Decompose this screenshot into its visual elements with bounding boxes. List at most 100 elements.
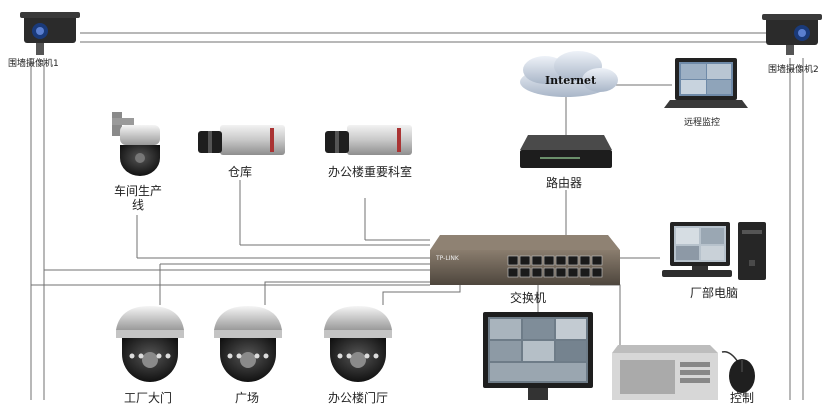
dome-ir-led bbox=[129, 353, 135, 359]
dvr-monitor-pane-4 bbox=[490, 341, 521, 361]
dome-ir-led bbox=[227, 353, 233, 359]
pc-monitor-pane-1 bbox=[676, 228, 699, 244]
dvr-monitor-pane-1 bbox=[490, 319, 521, 339]
dome-ring bbox=[116, 330, 184, 338]
server-icon bbox=[612, 345, 718, 400]
server-top bbox=[612, 345, 718, 353]
dome-ir-led bbox=[165, 353, 171, 359]
pc-tower bbox=[738, 222, 766, 280]
speed-dome-lens bbox=[135, 153, 145, 163]
dvr-monitor-pane-7 bbox=[490, 363, 586, 381]
router-leds bbox=[540, 157, 580, 159]
dome-camera-1 bbox=[116, 306, 184, 382]
perimeter-camera-1-hood bbox=[20, 12, 80, 18]
bottom-dome-cameras bbox=[116, 306, 392, 382]
dome-ir-led bbox=[138, 353, 144, 359]
pc-tower-button bbox=[749, 260, 755, 266]
perimeter-camera-1-body bbox=[24, 15, 76, 43]
dvr-monitor-pane-6 bbox=[556, 341, 586, 361]
box-camera-warehouse-ring bbox=[208, 131, 212, 153]
server-bay-3 bbox=[680, 378, 710, 383]
dome-ir-led bbox=[254, 353, 260, 359]
router-icon bbox=[520, 135, 612, 168]
switch-port bbox=[507, 255, 519, 266]
switch-port bbox=[555, 255, 567, 266]
dvr-monitor-pane-3 bbox=[556, 319, 586, 339]
laptop-screen-pane-2 bbox=[707, 64, 731, 79]
dome-cap bbox=[214, 306, 282, 330]
box-camera-office-stripe bbox=[397, 128, 401, 152]
mouse-body bbox=[729, 359, 755, 393]
perimeter-camera-2-label: 围墙摄像机2 bbox=[768, 65, 819, 75]
factory-pc-label: 厂部电脑 bbox=[690, 286, 739, 300]
switch-port bbox=[543, 255, 555, 266]
dome-ir-led bbox=[364, 353, 370, 359]
dome-cap bbox=[116, 306, 184, 330]
dome-ring bbox=[324, 330, 392, 338]
router-label: 路由器 bbox=[546, 176, 583, 190]
switch-top bbox=[430, 235, 620, 250]
switch-label: 交换机 bbox=[510, 291, 547, 305]
bottom-dome-2-label: 广场 bbox=[235, 391, 260, 405]
laptop-base bbox=[664, 100, 748, 108]
dome-ir-led bbox=[236, 353, 242, 359]
switch-port bbox=[531, 267, 543, 278]
dome-ir-led bbox=[263, 353, 269, 359]
perimeter-camera-2 bbox=[762, 14, 822, 55]
pc-tower-bay bbox=[742, 230, 762, 234]
dome-camera-3 bbox=[324, 306, 392, 382]
box-camera-office-ring bbox=[335, 131, 339, 153]
mouse-icon bbox=[721, 350, 755, 393]
switch-port bbox=[543, 267, 555, 278]
mouse-cable bbox=[721, 350, 739, 363]
switch-to-server bbox=[590, 284, 621, 345]
internet-label: Internet bbox=[545, 74, 597, 87]
switch-port bbox=[555, 267, 567, 278]
dvr-monitor-pane-5 bbox=[523, 341, 554, 361]
dome-ir-led bbox=[373, 353, 379, 359]
switch-port bbox=[579, 255, 591, 266]
laptop-screen-pane-3 bbox=[681, 80, 706, 94]
pc-keyboard bbox=[662, 270, 732, 277]
dome-lens bbox=[240, 352, 256, 368]
bottom-dome-1-label: 工厂大门 bbox=[124, 391, 173, 405]
pc-monitor-stand bbox=[692, 266, 708, 270]
desktop-pc-icon bbox=[662, 222, 766, 280]
bottom-dome-3-label: 办公楼门厅 bbox=[328, 391, 389, 405]
dome-ring bbox=[214, 330, 282, 338]
drop-dome-3 bbox=[382, 282, 461, 305]
box-camera-office bbox=[325, 125, 412, 155]
switch-ports bbox=[507, 255, 603, 278]
warehouse-label: 仓库 bbox=[228, 165, 253, 179]
switch-port bbox=[591, 267, 603, 278]
router-top bbox=[520, 135, 612, 150]
network-switch-icon bbox=[430, 235, 620, 285]
box-camera-warehouse-stripe bbox=[270, 128, 274, 152]
office-room-label: 办公楼重要科室 bbox=[328, 165, 413, 179]
box-camera-office-body bbox=[347, 125, 412, 155]
pc-monitor-pane-2 bbox=[701, 228, 724, 244]
drop-dome-2 bbox=[264, 281, 430, 305]
switch-port bbox=[579, 267, 591, 278]
control-label: 控制 bbox=[730, 391, 755, 405]
box-camera-warehouse-body bbox=[220, 125, 285, 155]
switch-port bbox=[531, 255, 543, 266]
switch-brand-label: TP-LINK bbox=[435, 255, 460, 262]
speed-dome-housing bbox=[120, 125, 160, 145]
cloud-puff-4 bbox=[582, 68, 618, 92]
dome-camera-2 bbox=[214, 306, 282, 382]
perimeter-camera-2-mount bbox=[786, 45, 794, 55]
switch-port bbox=[519, 255, 531, 266]
dome-ir-led bbox=[346, 353, 352, 359]
dome-cap bbox=[324, 306, 392, 330]
speed-dome-arm bbox=[112, 118, 134, 125]
switch-port bbox=[519, 267, 531, 278]
dvr-monitor-stand bbox=[528, 388, 548, 400]
box-camera-warehouse bbox=[198, 125, 285, 155]
pc-monitor-pane-3 bbox=[676, 246, 699, 260]
perimeter-camera-2-body bbox=[766, 17, 818, 45]
server-panel bbox=[620, 360, 675, 394]
workshop-label: 车间生产线 bbox=[114, 184, 163, 212]
dome-lens bbox=[142, 352, 158, 368]
dvr-monitor-pane-2 bbox=[523, 319, 554, 339]
